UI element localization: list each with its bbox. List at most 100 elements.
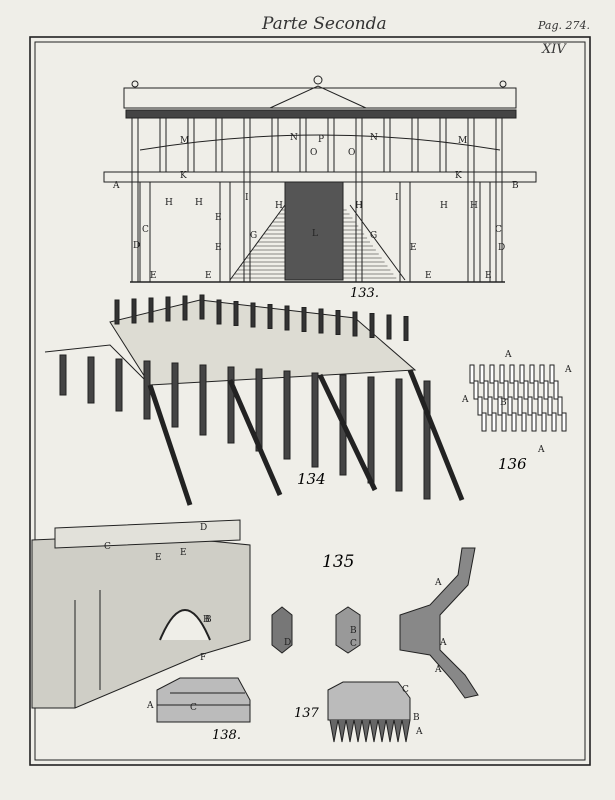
figure-label: K: [180, 171, 187, 181]
figure-number-133: 133.: [350, 286, 379, 301]
pile: [479, 364, 485, 384]
pile: [517, 396, 523, 416]
pile: [541, 412, 547, 432]
figure-138-stacked-blocks: [156, 677, 251, 723]
strut: [317, 373, 378, 492]
figure-label: B: [203, 615, 210, 625]
pile: [523, 380, 529, 400]
post: [299, 117, 307, 173]
pile: [557, 396, 563, 416]
figure-label: G: [370, 231, 377, 241]
figure-label: H: [355, 201, 363, 211]
figure-label: B: [413, 713, 420, 723]
figure-number-136: 136: [498, 455, 527, 473]
post: [159, 117, 167, 173]
figure-135-wall: [31, 519, 479, 709]
figure-label: H: [440, 201, 448, 211]
pile: [283, 370, 291, 460]
figure-label: E: [215, 243, 222, 253]
post: [131, 117, 139, 283]
pile: [527, 396, 533, 416]
figure-label: B: [350, 626, 357, 636]
figure-label: C: [104, 542, 111, 552]
pile: [199, 364, 207, 436]
figure-label: I: [245, 193, 249, 203]
baluster: [284, 305, 290, 331]
baluster: [233, 301, 239, 326]
pile: [553, 380, 559, 400]
plate-number: XIV: [542, 42, 566, 57]
pile: [543, 380, 549, 400]
pile: [481, 412, 487, 432]
figure-label: G: [250, 231, 257, 241]
figure-label: P: [318, 135, 324, 145]
figure-label: H: [195, 198, 203, 208]
figure-label: C: [495, 225, 502, 235]
figure-label: A: [146, 701, 154, 711]
pile: [473, 380, 479, 400]
post: [411, 117, 419, 173]
figure-label: E: [410, 243, 417, 253]
figure-label: H: [470, 201, 478, 211]
figure-label: I: [395, 193, 399, 203]
baluster: [131, 298, 137, 324]
figure-label: D: [200, 523, 207, 533]
pile: [507, 396, 513, 416]
figure-label: C: [402, 685, 409, 695]
baluster: [335, 310, 341, 335]
pile: [499, 364, 505, 384]
figure-label: E: [425, 271, 432, 281]
post: [495, 117, 503, 283]
figure-label: H: [275, 201, 283, 211]
figure-label: L: [312, 229, 318, 239]
pile: [395, 378, 403, 492]
post: [327, 117, 335, 173]
figure-label: M: [458, 136, 467, 146]
pile: [547, 396, 553, 416]
pile: [549, 364, 555, 384]
figure-134-platform: [44, 294, 465, 506]
pile: [529, 364, 535, 384]
post: [399, 181, 411, 283]
inner-frame: [34, 41, 586, 761]
baluster: [250, 302, 256, 328]
figure-label: D: [284, 638, 291, 648]
figure-label: A: [461, 395, 469, 405]
figure-label: A: [537, 445, 545, 455]
pier-plans: [271, 606, 361, 654]
figure-label: A: [504, 350, 512, 360]
figure-label: B: [512, 181, 519, 191]
baluster: [267, 304, 273, 329]
figure-label: M: [180, 136, 189, 146]
figure-label: F: [200, 653, 206, 663]
pile: [503, 380, 509, 400]
pile: [59, 354, 67, 396]
post: [271, 117, 279, 173]
figure-label: D: [133, 241, 140, 251]
pile: [533, 380, 539, 400]
figure-label: N: [290, 133, 298, 143]
pile: [539, 364, 545, 384]
figure-label: D: [498, 243, 505, 253]
pile: [311, 372, 319, 468]
pile: [551, 412, 557, 432]
pile: [561, 412, 567, 432]
figure-label: E: [485, 271, 492, 281]
pile: [497, 396, 503, 416]
figure-label: A: [564, 365, 572, 375]
post: [467, 117, 475, 283]
pile: [469, 364, 475, 384]
baluster: [182, 295, 188, 321]
figure-label: A: [434, 578, 442, 588]
baluster: [386, 314, 392, 340]
figure-label: E: [150, 271, 157, 281]
post: [479, 181, 491, 283]
figure-label: O: [348, 148, 355, 158]
figure-number-138: 138.: [212, 728, 241, 743]
figure-label: C: [350, 639, 357, 649]
pile: [227, 366, 235, 444]
figure-label: A: [112, 181, 120, 191]
pile: [493, 380, 499, 400]
baluster: [148, 297, 154, 323]
